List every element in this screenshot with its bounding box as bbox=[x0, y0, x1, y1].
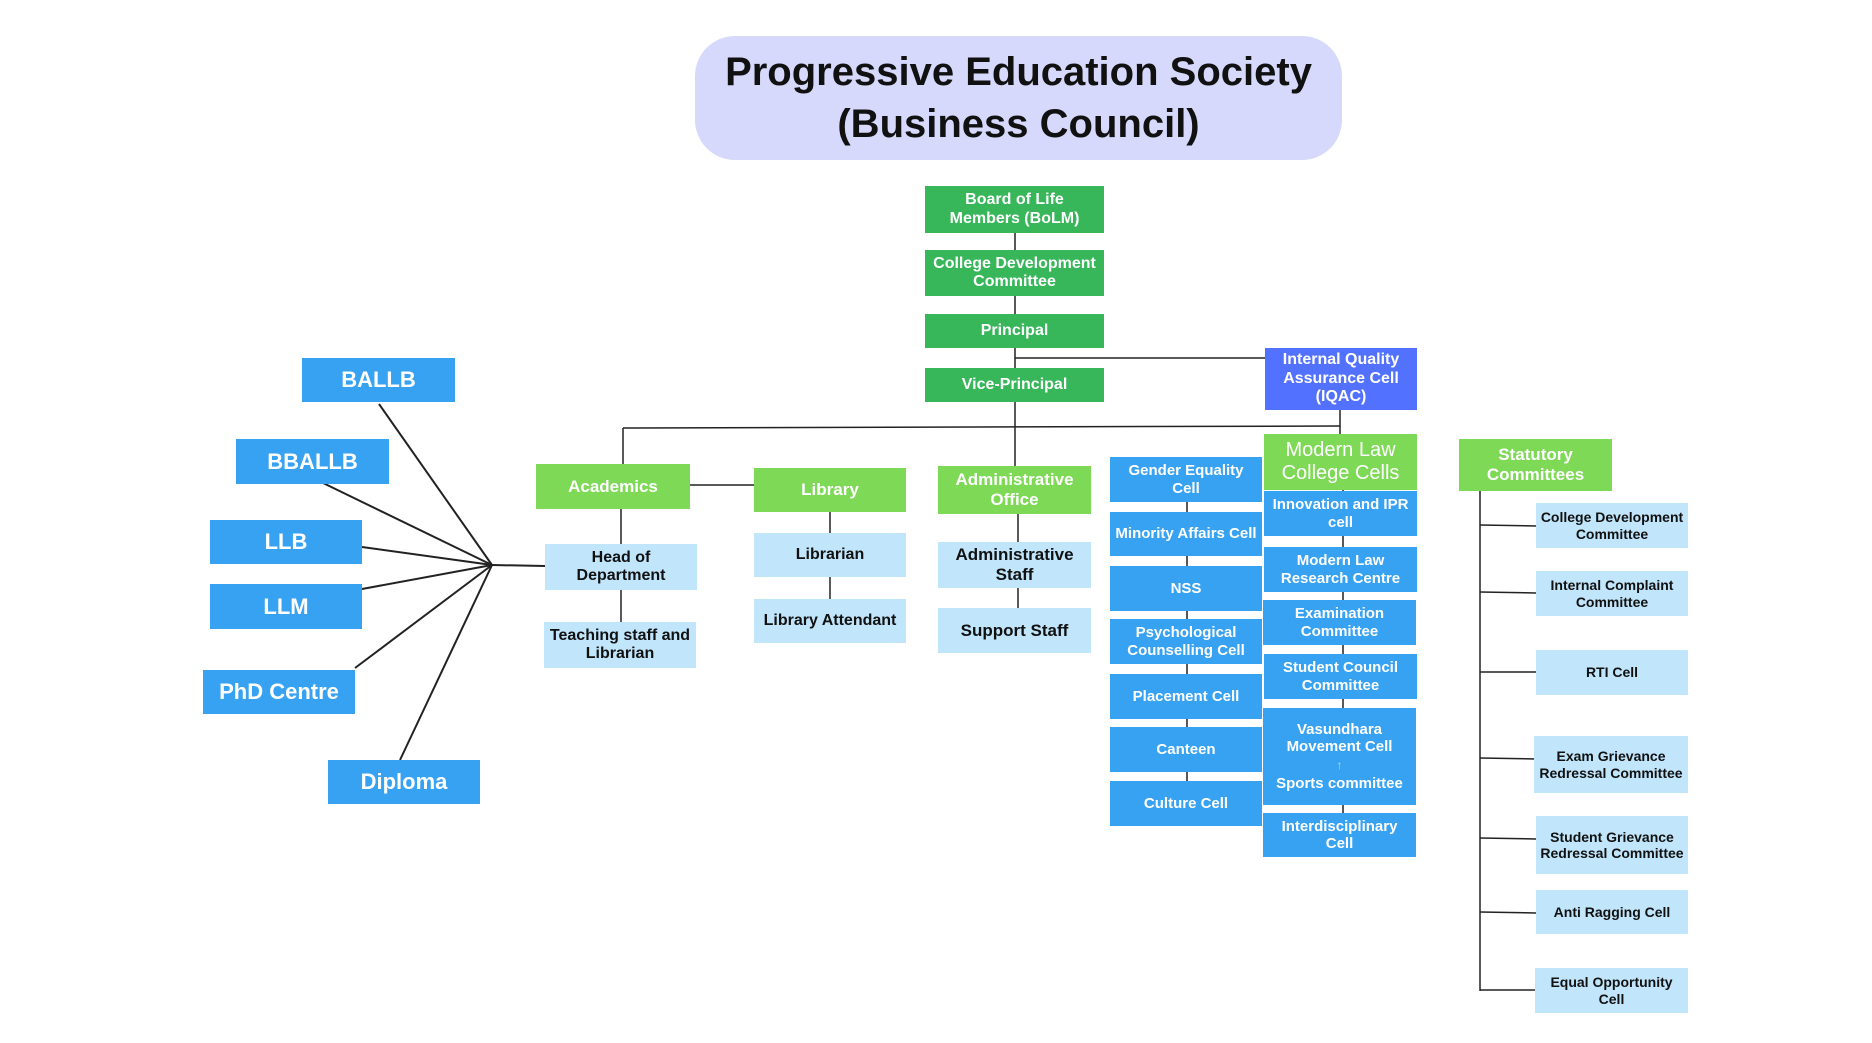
internal-complaint-committee: Internal Complaint Committee bbox=[1536, 571, 1688, 616]
arrow-up-icon: ↑ bbox=[1336, 758, 1343, 773]
program-llb: LLB bbox=[210, 520, 362, 564]
title-line-1: Progressive Education Society bbox=[725, 50, 1312, 94]
library-box: Library bbox=[754, 468, 906, 512]
statutory-cdc: College Development Committee bbox=[1536, 503, 1688, 548]
cdc-box: College Development Committee bbox=[925, 250, 1104, 296]
placement-cell: Placement Cell bbox=[1110, 674, 1262, 719]
student-grievance-committee: Student Grievance Redressal Committee bbox=[1536, 816, 1688, 874]
program-bballb: BBALLB bbox=[236, 439, 389, 484]
minority-affairs-cell: Minority Affairs Cell bbox=[1110, 512, 1262, 556]
library-attendant-box: Library Attendant bbox=[754, 599, 906, 643]
program-diploma: Diploma bbox=[328, 760, 480, 804]
innovation-ipr-cell: Innovation and IPR cell bbox=[1264, 491, 1417, 536]
canteen-box: Canteen bbox=[1110, 727, 1262, 772]
program-phd: PhD Centre bbox=[203, 670, 355, 714]
equal-opportunity-cell: Equal Opportunity Cell bbox=[1535, 968, 1688, 1013]
student-council-committee: Student Council Committee bbox=[1264, 654, 1417, 699]
nss-box: NSS bbox=[1110, 566, 1262, 611]
page-title: Progressive Education Society (Business C… bbox=[695, 36, 1342, 160]
admin-staff-box: Administrative Staff bbox=[938, 542, 1091, 588]
librarian-box: Librarian bbox=[754, 533, 906, 577]
psychological-counselling-cell: Psychological Counselling Cell bbox=[1110, 619, 1262, 664]
modern-law-cells-header: Modern Law College Cells bbox=[1264, 434, 1417, 490]
program-llm: LLM bbox=[210, 584, 362, 629]
rti-cell: RTI Cell bbox=[1536, 650, 1688, 695]
support-staff-box: Support Staff bbox=[938, 608, 1091, 653]
gender-equality-cell: Gender Equality Cell bbox=[1110, 457, 1262, 502]
sports-committee: Sports committee bbox=[1276, 775, 1403, 793]
statutory-committees-header: Statutory Committees bbox=[1459, 439, 1612, 491]
iqac-box: Internal Quality Assurance Cell (IQAC) bbox=[1265, 348, 1417, 410]
hod-box: Head of Department bbox=[545, 544, 697, 590]
research-centre-box: Modern Law Research Centre bbox=[1264, 547, 1417, 592]
academics-box: Academics bbox=[536, 464, 690, 509]
bolm-box: Board of Life Members (BoLM) bbox=[925, 186, 1104, 233]
vice-principal-box: Vice-Principal bbox=[925, 368, 1104, 402]
admin-office-box: Administrative Office bbox=[938, 466, 1091, 514]
program-ballb: BALLB bbox=[302, 358, 455, 402]
teaching-staff-box: Teaching staff and Librarian bbox=[544, 622, 696, 668]
exam-grievance-committee: Exam Grievance Redressal Committee bbox=[1534, 736, 1688, 793]
principal-box: Principal bbox=[925, 314, 1104, 348]
vasundhara-sports-box: Vasundhara Movement Cell ↑ Sports commit… bbox=[1263, 708, 1416, 805]
interdisciplinary-cell: Interdisciplinary Cell bbox=[1263, 813, 1416, 857]
culture-cell: Culture Cell bbox=[1110, 781, 1262, 826]
vasundhara-cell: Vasundhara Movement Cell bbox=[1286, 720, 1393, 755]
examination-committee: Examination Committee bbox=[1263, 600, 1416, 645]
title-line-2: (Business Council) bbox=[837, 102, 1200, 146]
anti-ragging-cell: Anti Ragging Cell bbox=[1536, 890, 1688, 934]
